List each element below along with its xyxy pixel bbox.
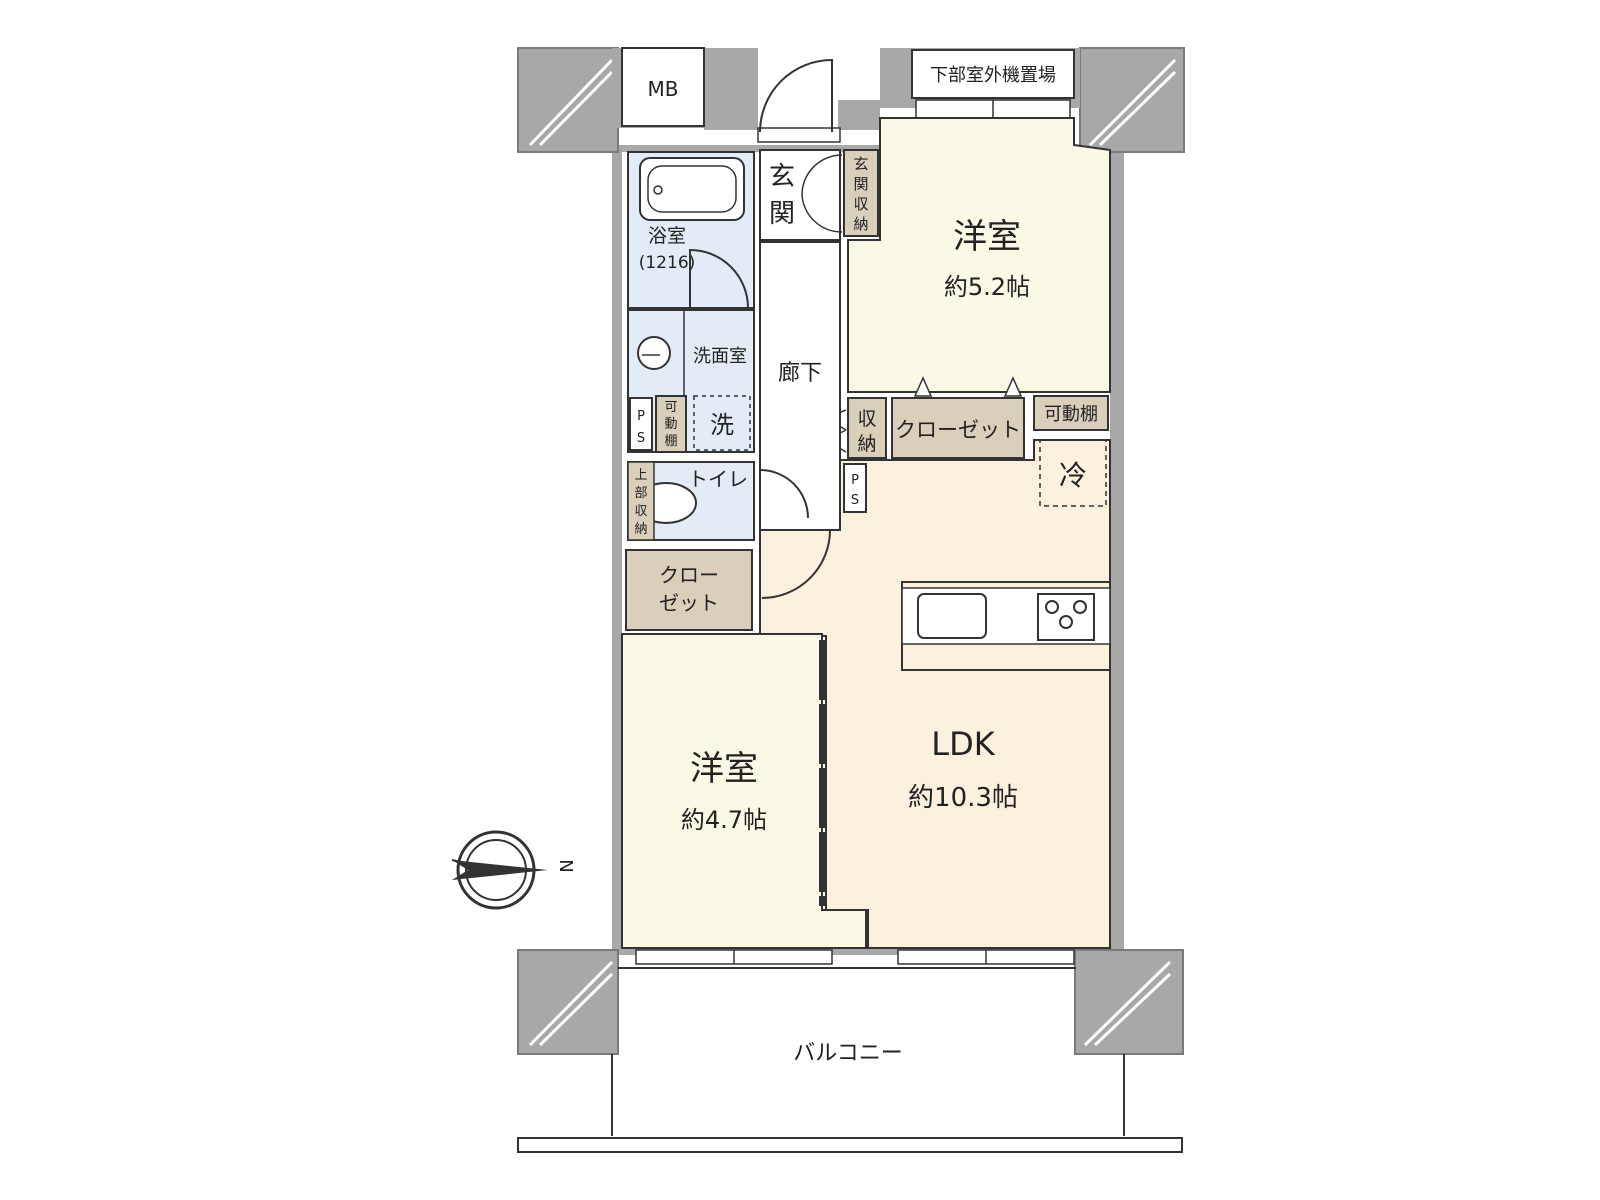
svg-text:収: 収 xyxy=(853,195,868,213)
bathroom: 浴室 (1216) xyxy=(627,151,755,309)
toilet-room: トイレ 上 部 収 納 xyxy=(627,461,755,541)
corridor-label: 廊下 xyxy=(778,361,822,386)
svg-text:棚: 棚 xyxy=(664,434,677,449)
stove-icon xyxy=(1037,593,1095,641)
svg-text:P: P xyxy=(637,409,645,424)
entrance-line1: 玄 xyxy=(769,162,795,192)
movable-shelf-right: 可動棚 xyxy=(1033,395,1109,431)
kitchen-counter xyxy=(901,581,1111,671)
closet-north-label: クローゼット xyxy=(895,418,1021,442)
closet-west-line1: クロー xyxy=(659,563,719,587)
balcony-label: バルコニー xyxy=(793,1041,903,1066)
western-north-name: 洋室 xyxy=(953,217,1021,257)
western-south-name: 洋室 xyxy=(690,749,758,789)
entrance-door xyxy=(757,58,841,143)
fridge-space: 冷 xyxy=(1039,439,1107,507)
western-room-north: 洋室 約5.2帖 xyxy=(847,117,1111,393)
svg-text:S: S xyxy=(637,431,645,446)
storage-small: 収 納 xyxy=(824,397,887,459)
movable-shelf-left: 可 動 棚 xyxy=(655,395,687,453)
mb-box: MB xyxy=(621,47,705,127)
toilet-label: トイレ xyxy=(688,467,748,491)
entrance-line2: 関 xyxy=(769,199,795,229)
svg-text:部: 部 xyxy=(634,486,647,501)
balcony: バルコニー xyxy=(517,967,1183,1153)
compass-icon: N xyxy=(451,830,576,910)
svg-text:玄: 玄 xyxy=(853,155,868,173)
western-south-size: 約4.7帖 xyxy=(681,806,767,834)
storage-small-line2: 納 xyxy=(857,433,876,455)
western-room-south: 洋室 約4.7帖 xyxy=(621,633,867,949)
storage-small-line1: 収 xyxy=(857,408,876,430)
svg-text:関: 関 xyxy=(853,175,868,193)
sink-icon xyxy=(917,593,987,639)
south-windows xyxy=(635,949,1075,965)
bathroom-size: (1216) xyxy=(639,253,696,273)
entrance: 玄 関 xyxy=(759,149,843,241)
svg-text:収: 収 xyxy=(634,504,647,519)
svg-text:P: P xyxy=(851,473,859,488)
ldk-name: LDK xyxy=(931,725,995,763)
svg-text:可: 可 xyxy=(664,400,677,415)
western-north-size: 約5.2帖 xyxy=(944,273,1030,301)
ps-center: P S xyxy=(843,463,867,513)
washroom-label: 洗面室 xyxy=(693,346,747,367)
closet-north: クローゼット xyxy=(891,376,1025,459)
closet-west: クロー ゼット xyxy=(625,549,753,654)
svg-text:S: S xyxy=(851,493,859,508)
washer-mark: 洗 xyxy=(710,411,734,439)
svg-text:動: 動 xyxy=(664,417,677,432)
svg-text:納: 納 xyxy=(853,215,868,233)
compass-north-label: N xyxy=(555,859,576,872)
ldk-size: 約10.3帖 xyxy=(908,783,1018,813)
mb-label: MB xyxy=(648,77,679,101)
corridor: 廊下 xyxy=(759,241,841,599)
svg-text:上: 上 xyxy=(634,468,647,483)
entrance-storage: 玄 関 収 納 xyxy=(843,149,879,237)
closet-west-line2: ゼット xyxy=(659,591,719,615)
outdoor-unit-label: 下部室外機置場 xyxy=(930,65,1056,86)
fridge-mark: 冷 xyxy=(1059,459,1087,492)
outdoor-unit-area: 下部室外機置場 xyxy=(911,49,1075,119)
movable-shelf-label: 可動棚 xyxy=(1044,404,1098,425)
basin-icon xyxy=(637,336,671,370)
bathroom-label: 浴室 xyxy=(648,225,686,247)
svg-text:納: 納 xyxy=(634,522,647,537)
ps-left: P S xyxy=(629,397,653,451)
